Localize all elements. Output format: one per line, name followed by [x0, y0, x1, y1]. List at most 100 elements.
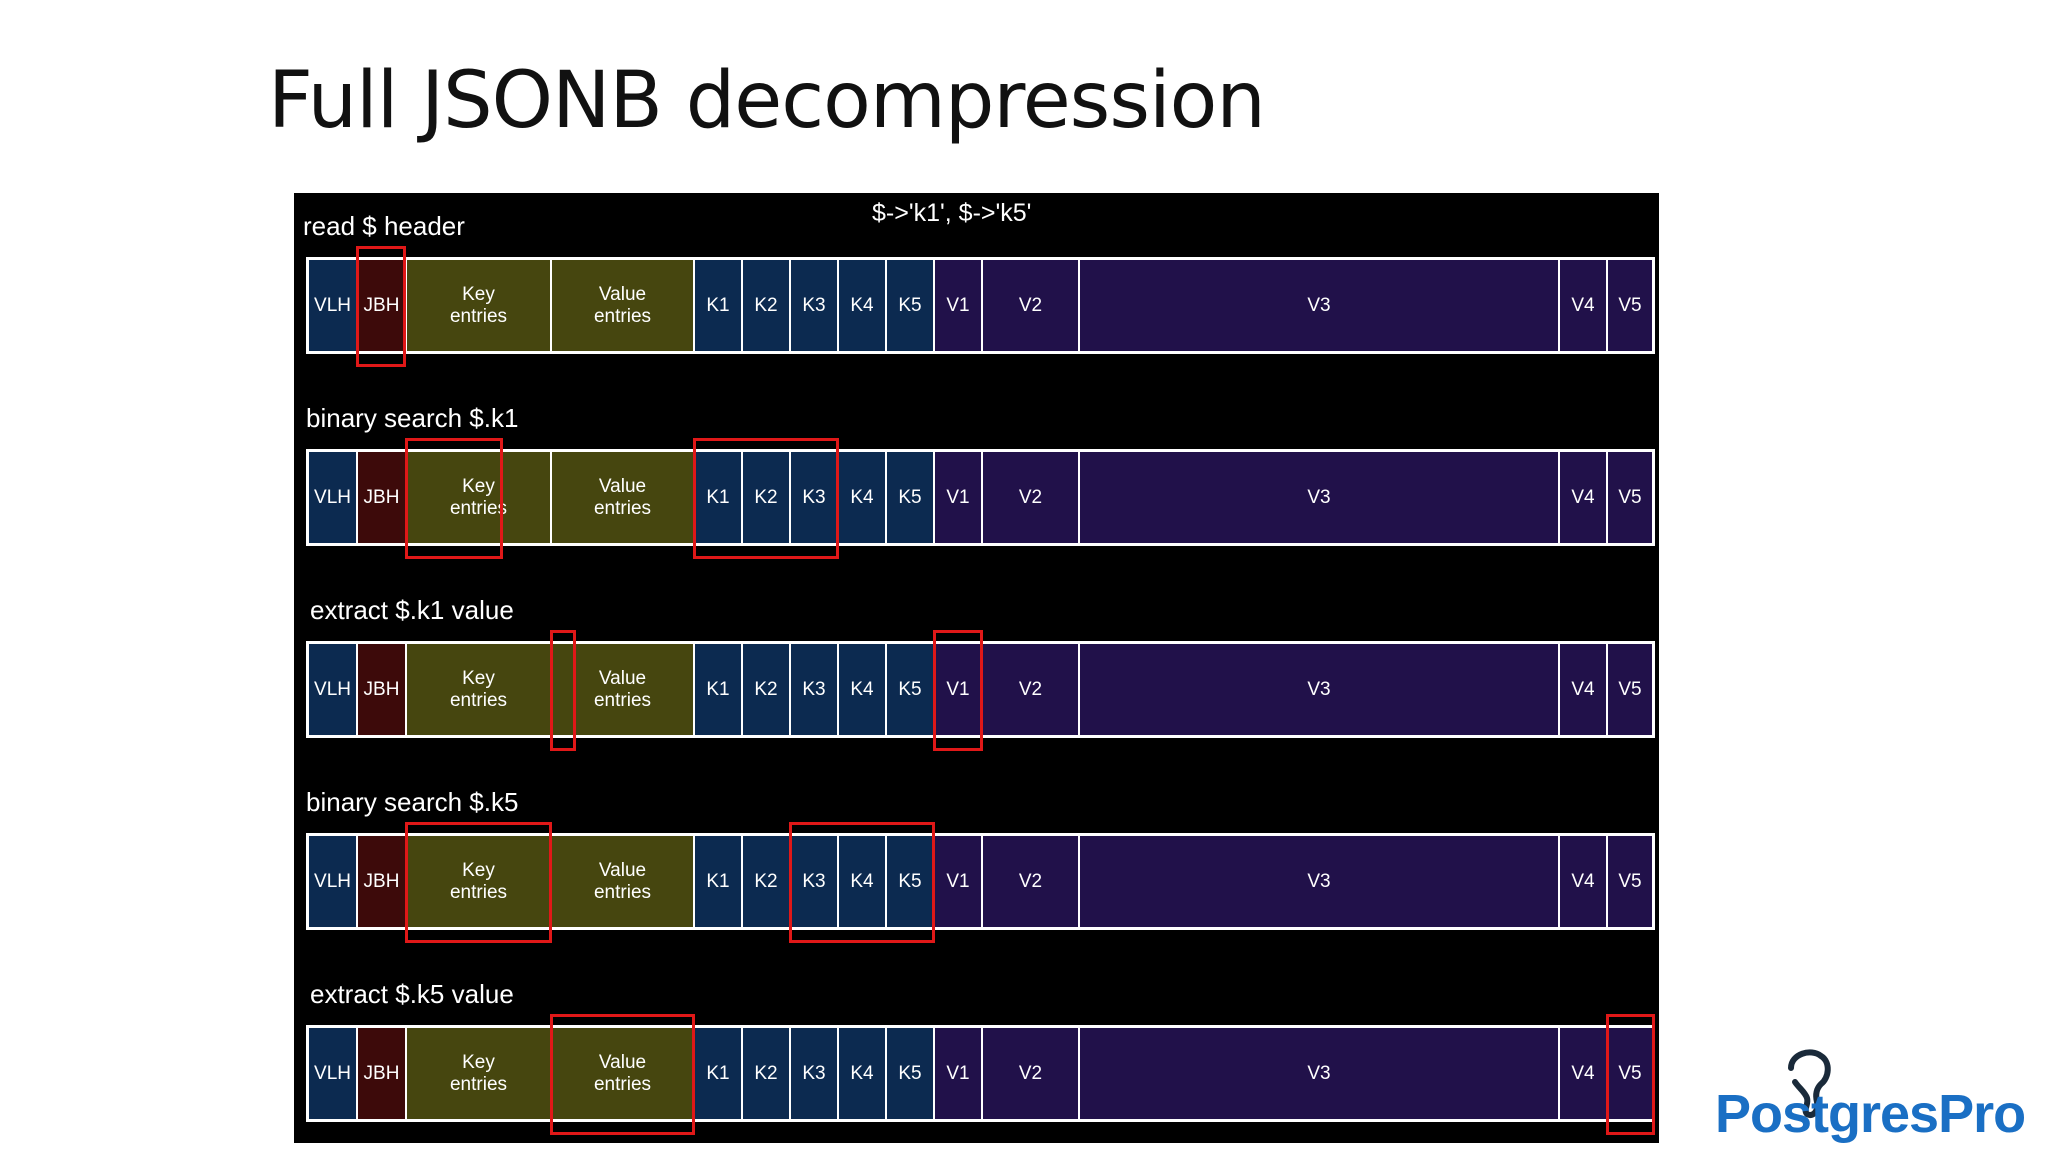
- elephant-icon: [1788, 1049, 1831, 1118]
- cell-label: Value entries: [593, 283, 652, 327]
- cell-label: K5: [898, 294, 922, 316]
- cell-k5: K5: [887, 644, 933, 735]
- cell-label: V5: [1618, 678, 1642, 700]
- cell-label: JBH: [363, 486, 400, 508]
- cell-label: Value entries: [593, 667, 652, 711]
- cell-label: V2: [1018, 294, 1043, 316]
- cell-v4: V4: [1560, 1028, 1606, 1119]
- cell-val: Value entries: [552, 836, 693, 927]
- cell-k3: K3: [791, 452, 837, 543]
- cell-k4: K4: [839, 1028, 885, 1119]
- cell-key: Key entries: [407, 260, 550, 351]
- cell-label: V5: [1618, 294, 1642, 316]
- slide-title: Full JSONB decompression: [268, 56, 1266, 146]
- cell-label: K2: [754, 678, 778, 700]
- cell-label: K1: [706, 486, 730, 508]
- cell-v1: V1: [935, 836, 981, 927]
- cell-label: K3: [802, 486, 826, 508]
- cell-vlh: VLH: [309, 452, 356, 543]
- cell-k2: K2: [743, 836, 789, 927]
- cell-label: VLH: [314, 1062, 351, 1084]
- cell-label: V4: [1571, 870, 1595, 892]
- cell-vlh: VLH: [309, 1028, 356, 1119]
- cell-v4: V4: [1560, 836, 1606, 927]
- cell-label: K2: [754, 1062, 778, 1084]
- cell-label: K4: [850, 678, 874, 700]
- cell-label: VLH: [314, 294, 351, 316]
- cell-v2: V2: [983, 260, 1078, 351]
- cell-v3: V3: [1080, 452, 1558, 543]
- cell-label: V1: [946, 1062, 970, 1084]
- cell-jbh: JBH: [358, 1028, 405, 1119]
- cell-k4: K4: [839, 452, 885, 543]
- cell-k4: K4: [839, 836, 885, 927]
- cell-label: K5: [898, 486, 922, 508]
- cell-v3: V3: [1080, 644, 1558, 735]
- cell-v1: V1: [935, 452, 981, 543]
- cell-label: V4: [1571, 1062, 1595, 1084]
- cell-label: K4: [850, 486, 874, 508]
- cell-vlh: VLH: [309, 260, 356, 351]
- cell-v2: V2: [983, 644, 1078, 735]
- cell-label: K3: [802, 678, 826, 700]
- cell-label: V5: [1618, 1062, 1642, 1084]
- cell-label: Value entries: [593, 1051, 652, 1095]
- cell-k3: K3: [791, 836, 837, 927]
- cell-v1: V1: [935, 260, 981, 351]
- cell-val: Value entries: [552, 1028, 693, 1119]
- cell-k1: K1: [695, 452, 741, 543]
- cell-label: K3: [802, 294, 826, 316]
- cell-v5: V5: [1608, 1028, 1652, 1119]
- cell-label: Key entries: [449, 1051, 508, 1095]
- cell-label: JBH: [363, 1062, 400, 1084]
- cell-label: K3: [802, 1062, 826, 1084]
- cell-val: Value entries: [552, 260, 693, 351]
- cell-label: K4: [850, 1062, 874, 1084]
- cell-v4: V4: [1560, 260, 1606, 351]
- cell-label: V1: [946, 294, 970, 316]
- cell-label: Value entries: [593, 475, 652, 519]
- cell-label: V3: [1307, 1062, 1331, 1084]
- cell-label: Value entries: [593, 859, 652, 903]
- step-label: binary search $.k5: [306, 787, 519, 817]
- cell-k4: K4: [839, 260, 885, 351]
- cell-label: V1: [946, 486, 970, 508]
- cell-label: VLH: [314, 486, 351, 508]
- cell-vlh: VLH: [309, 836, 356, 927]
- cell-label: K1: [706, 870, 730, 892]
- cell-label: V2: [1018, 1062, 1043, 1084]
- cell-v5: V5: [1608, 644, 1652, 735]
- cell-label: VLH: [314, 870, 351, 892]
- step-label: extract $.k5 value: [310, 979, 514, 1009]
- cell-key: Key entries: [407, 836, 550, 927]
- cell-jbh: JBH: [358, 260, 405, 351]
- cell-key: Key entries: [407, 644, 550, 735]
- cell-k3: K3: [791, 1028, 837, 1119]
- cell-label: V5: [1618, 486, 1642, 508]
- cell-label: K4: [850, 870, 874, 892]
- cell-k5: K5: [887, 836, 933, 927]
- cell-label: Key entries: [449, 859, 508, 903]
- cell-label: K5: [898, 870, 922, 892]
- cell-v1: V1: [935, 644, 981, 735]
- cell-v3: V3: [1080, 1028, 1558, 1119]
- step-label: binary search $.k1: [306, 403, 519, 433]
- cell-label: K5: [898, 678, 922, 700]
- cell-k5: K5: [887, 260, 933, 351]
- cell-k2: K2: [743, 1028, 789, 1119]
- cell-label: V1: [946, 870, 970, 892]
- cell-val: Value entries: [552, 644, 693, 735]
- cell-label: V4: [1571, 486, 1595, 508]
- cell-v2: V2: [983, 836, 1078, 927]
- cell-label: K3: [802, 870, 826, 892]
- cell-label: JBH: [363, 870, 400, 892]
- cell-k1: K1: [695, 836, 741, 927]
- cell-k3: K3: [791, 260, 837, 351]
